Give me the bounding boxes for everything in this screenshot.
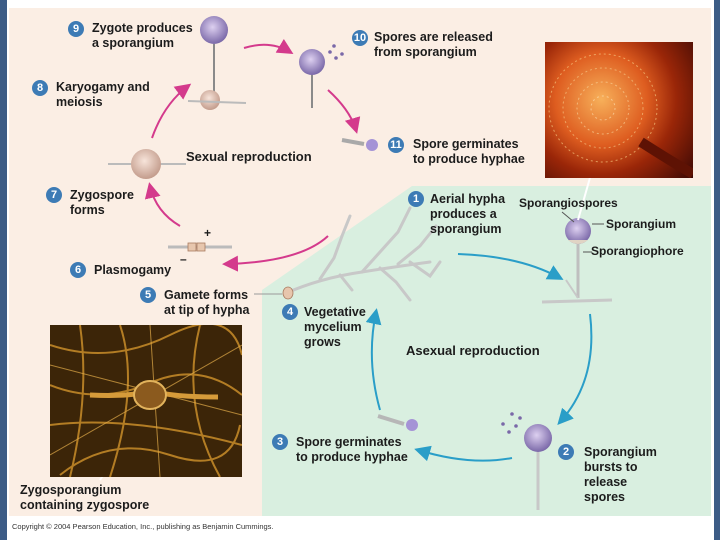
arrow-3-to-4 — [365, 308, 382, 411]
zygosporangium-label: Zygosporangium containing zygospore — [20, 483, 150, 512]
step-label-1: Aerial hypha produces a sporangium — [430, 192, 506, 236]
vegetative-mycelium-illustration — [282, 206, 442, 302]
step-label-11: Spore germinates to produce hyphae — [413, 137, 525, 166]
step-badge-5: 5 — [140, 287, 156, 303]
plasmogamy-illustration — [168, 242, 232, 252]
step-label-4: Vegetative mycelium grows — [304, 305, 366, 349]
step-badge-10: 10 — [352, 30, 368, 46]
step-label-9: Zygote produces a sporangium — [92, 21, 193, 50]
step-label-8: Karyogamy and meiosis — [56, 80, 150, 109]
sporangiophore-label: Sporangiophore — [591, 244, 684, 258]
asexual-sporangium-illustration — [541, 218, 613, 304]
step-label-5: Gamete forms at tip of hypha — [164, 288, 250, 317]
step-badge-1: 1 — [408, 191, 424, 207]
plus-mating-sign: + — [204, 226, 212, 240]
zygosporangium-micrograph — [50, 325, 242, 477]
arrow-11-to-6 — [222, 235, 329, 272]
sporangium-micrograph — [545, 42, 693, 178]
bursting-sporangium-illustration — [501, 412, 552, 510]
arrow-7-to-8 — [151, 83, 192, 139]
step-label-2: Sporangium bursts to release spores — [584, 445, 657, 504]
step-badge-9: 9 — [68, 21, 84, 37]
copyright-text: Copyright © 2004 Pearson Education, Inc.… — [12, 522, 274, 531]
germinating-spore-sexual-illustration — [341, 138, 378, 151]
arrow-1-to-2 — [457, 253, 564, 280]
arrow-9-to-10 — [243, 38, 294, 55]
step-badge-7: 7 — [46, 187, 62, 203]
zygote-sporangium-illustration — [187, 16, 247, 110]
step-badge-11: 11 — [388, 137, 404, 153]
step-badge-6: 6 — [70, 262, 86, 278]
left-frame-border — [0, 0, 7, 540]
arrow-2-to-3-upper — [557, 313, 593, 425]
step-label-3: Spore germinates to produce hyphae — [296, 435, 408, 464]
step-label-6: Plasmogamy — [94, 263, 172, 277]
sporangiospores-label: Sporangiospores — [519, 196, 618, 210]
sexual-reproduction-title: Sexual reproduction — [186, 149, 312, 164]
arrow-6-to-7 — [144, 182, 181, 227]
step-badge-2: 2 — [558, 444, 574, 460]
asexual-panel-background — [262, 186, 711, 516]
released-sporangium-illustration — [299, 44, 344, 108]
asexual-reproduction-title: Asexual reproduction — [406, 343, 540, 358]
arrow-2-to-3 — [414, 445, 513, 462]
sporangium-label: Sporangium — [606, 217, 677, 231]
germinating-spore-asexual-illustration — [377, 414, 418, 431]
step-label-10: Spores are released from sporangium — [374, 30, 493, 59]
step-badge-4: 4 — [282, 304, 298, 320]
step-badge-3: 3 — [272, 434, 288, 450]
arrow-10-to-11 — [327, 89, 361, 134]
step-badge-8: 8 — [32, 80, 48, 96]
minus-mating-sign: – — [180, 252, 187, 266]
sporangium-micrograph-texture — [548, 53, 693, 178]
right-frame-border — [714, 0, 720, 540]
zygospore-illustration — [108, 149, 186, 179]
step-label-7: Zygospore forms — [70, 188, 134, 217]
zygosporangium-micrograph-texture — [50, 325, 242, 477]
